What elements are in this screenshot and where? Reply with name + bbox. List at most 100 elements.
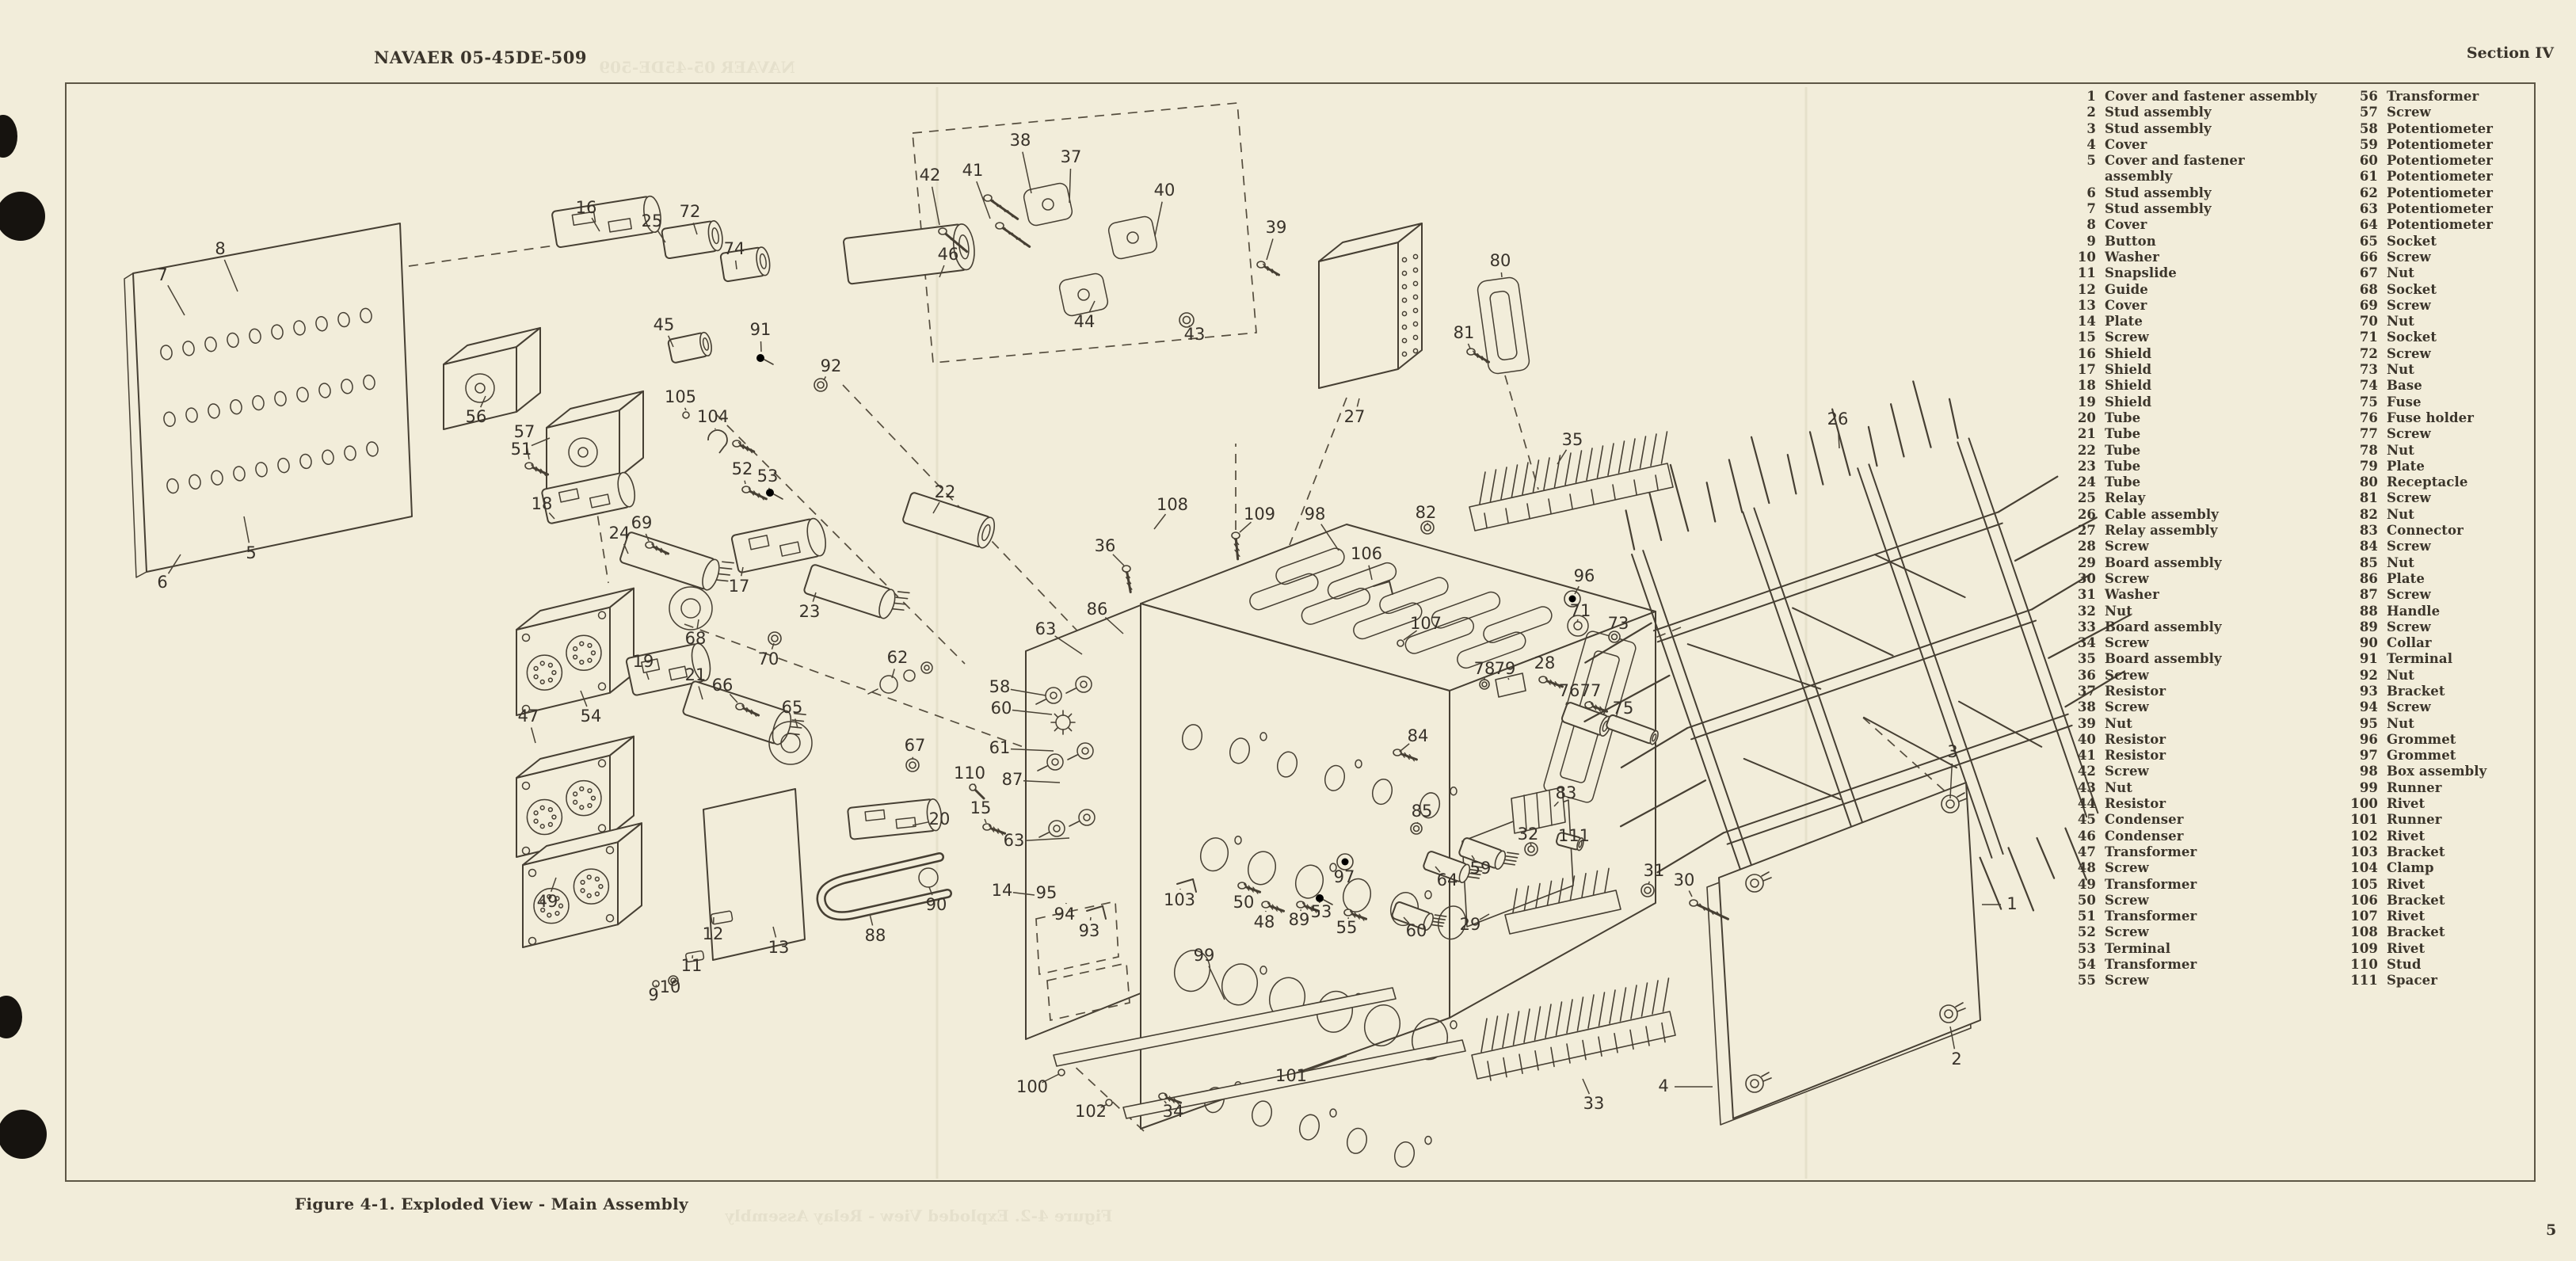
- callout-leader: [645, 533, 650, 542]
- part-callout-109: 109: [1244, 505, 1275, 524]
- handle-88: [816, 852, 952, 921]
- part-name: Nut: [2387, 362, 2414, 378]
- part-index: 98: [2359, 764, 2378, 779]
- part-callout-81: 81: [1454, 323, 1475, 342]
- part-name: Washer: [2105, 587, 2159, 603]
- part-callout-7: 7: [157, 265, 167, 284]
- part-callout-89: 89: [1289, 910, 1310, 929]
- part-callout-98: 98: [1305, 505, 1326, 524]
- callout-leader: [480, 395, 486, 408]
- part-name: Plate: [2387, 570, 2425, 586]
- part-callout-28: 28: [1534, 653, 1556, 672]
- part-name: Shield: [2105, 345, 2152, 361]
- part-index: 104: [2350, 860, 2378, 876]
- part-callout-18: 18: [532, 494, 553, 513]
- part-callout-101: 101: [1275, 1066, 1307, 1085]
- callout-leader: [869, 913, 874, 926]
- board-assembly-33: [1471, 977, 1676, 1081]
- part-callout-79: 79: [1495, 659, 1516, 678]
- part-index: 79: [2359, 458, 2378, 474]
- part-callout-60: 60: [1406, 921, 1427, 940]
- part-index: 94: [2359, 699, 2378, 715]
- part-callout-12: 12: [703, 924, 724, 943]
- callout-leader: [1012, 709, 1053, 715]
- part-index: 62: [2359, 185, 2378, 200]
- part-name: Handle: [2387, 603, 2441, 619]
- part-callout-75: 75: [1613, 699, 1634, 718]
- part-callout-43: 43: [1184, 325, 1206, 344]
- ghost-header-text: NAVAER 05-45DE-509: [599, 58, 795, 77]
- part-index: 111: [2350, 973, 2378, 989]
- part-index: 38: [2077, 699, 2096, 715]
- part-callout-73: 73: [1608, 614, 1629, 633]
- part-index: 10: [2077, 249, 2096, 265]
- part-index: 59: [2359, 136, 2378, 152]
- callout-leader: [931, 186, 940, 226]
- part-callout-57: 57: [514, 422, 535, 441]
- callout-leader: [734, 260, 737, 270]
- callout-leader: [684, 407, 687, 411]
- part-name: Rivet: [2387, 909, 2425, 924]
- callout-leader: [928, 886, 933, 896]
- part-callout-59: 59: [1470, 859, 1492, 878]
- part-name: Screw: [2387, 490, 2431, 506]
- part-index: 51: [2077, 909, 2096, 924]
- part-name: Screw: [2105, 330, 2149, 345]
- part-index: 34: [2077, 635, 2096, 651]
- callout-leader: [1949, 763, 1953, 799]
- part-name: Resistor: [2105, 796, 2166, 812]
- callout-leader: [1574, 585, 1580, 595]
- callout-leader: [1022, 151, 1032, 194]
- part-name: Fuse: [2387, 394, 2422, 410]
- callout-leader: [646, 672, 650, 680]
- callout-leader: [668, 335, 674, 348]
- part-name: Shield: [2105, 362, 2152, 378]
- part-callout-53: 53: [1311, 902, 1332, 921]
- part-name: Screw: [2387, 699, 2431, 715]
- part-name: Grommet: [2387, 748, 2456, 764]
- part-callout-105: 105: [665, 387, 696, 406]
- part-callout-54: 54: [581, 707, 602, 726]
- potentiometer-62: [867, 661, 933, 695]
- callout-leader: [548, 512, 555, 520]
- figure-caption: Figure 4-1. Exploded View - Main Assembl…: [295, 1194, 688, 1213]
- transformer-and-relay-boxes: [443, 223, 1423, 948]
- part-name: Plate: [2105, 314, 2143, 330]
- part-callout-3: 3: [1947, 742, 1957, 761]
- part-index: 71: [2359, 330, 2378, 345]
- part-index: 80: [2359, 474, 2378, 490]
- part-name: Stud assembly: [2105, 201, 2212, 217]
- part-callout-24: 24: [609, 524, 631, 543]
- callout-leader: [771, 642, 775, 650]
- callout-leader: [223, 259, 238, 292]
- part-callout-52: 52: [732, 459, 753, 478]
- part-index: 29: [2077, 554, 2096, 570]
- callout-leader: [525, 443, 530, 460]
